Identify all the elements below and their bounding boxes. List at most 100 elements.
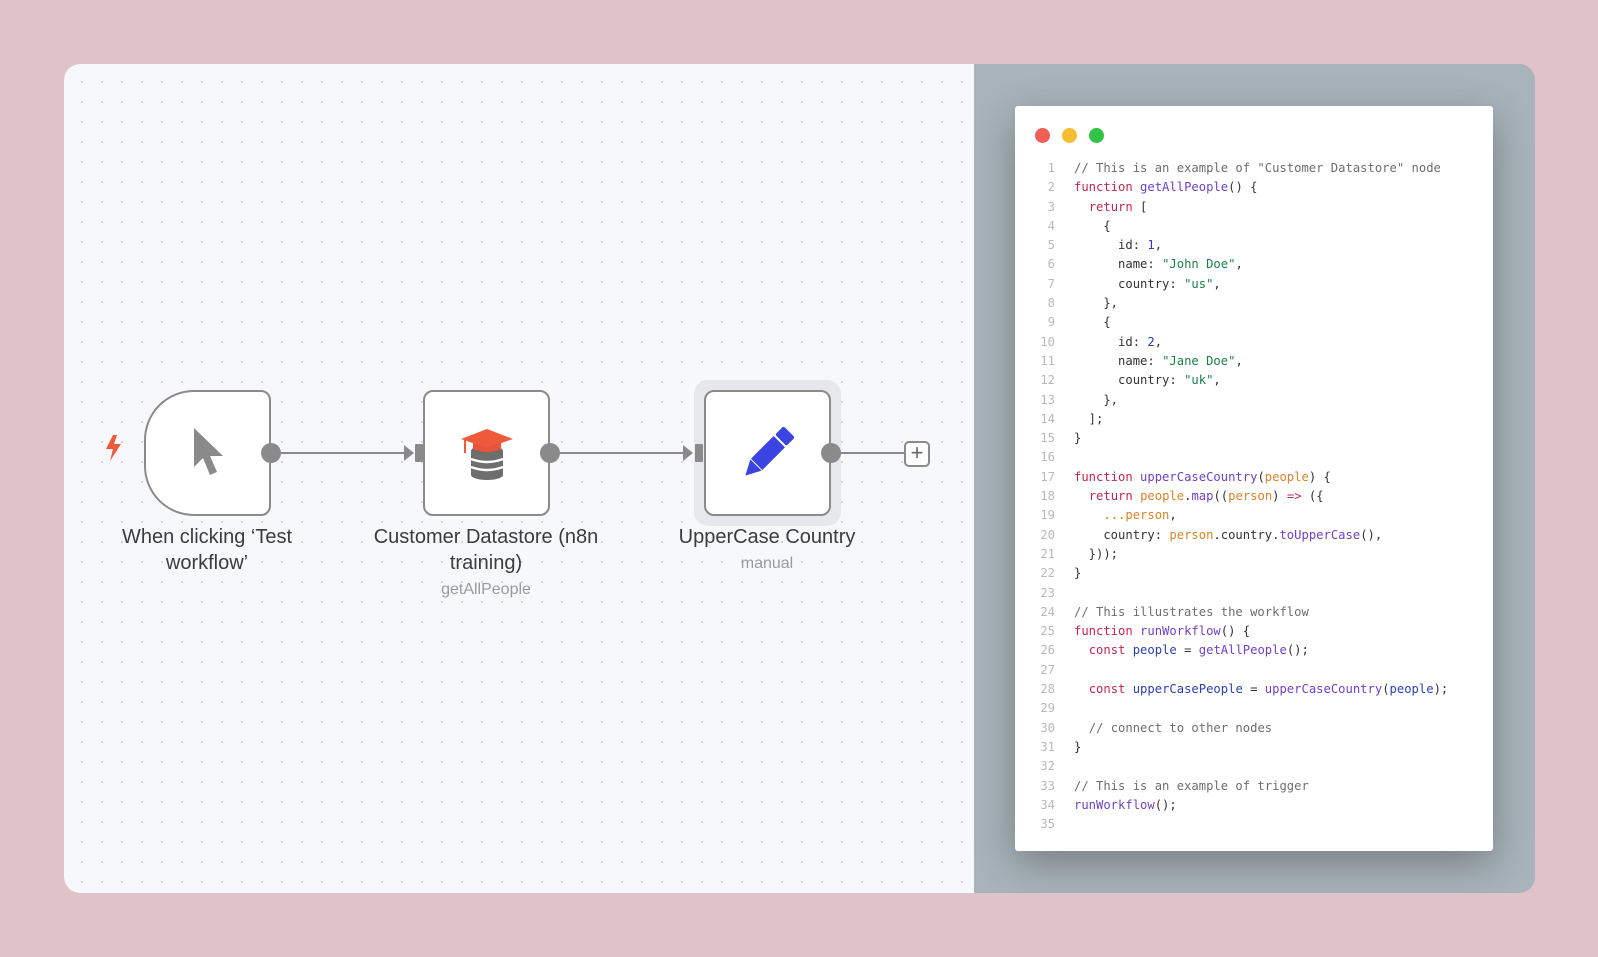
- line-text: const people = getAllPeople();: [1055, 641, 1309, 660]
- line-number: 16: [1040, 450, 1055, 465]
- code-token: country:: [1074, 373, 1185, 388]
- code-line: 33 // This is an example of trigger: [1015, 777, 1493, 796]
- code-line: 3 return [: [1015, 198, 1493, 217]
- code-token: "John Doe": [1162, 257, 1236, 272]
- code-token: =: [1242, 682, 1265, 697]
- line-number: 3: [1047, 199, 1055, 214]
- code-token: );: [1433, 682, 1449, 697]
- code-line: 6 name: "John Doe",: [1015, 255, 1493, 274]
- code-token: id:: [1074, 334, 1148, 349]
- line-number: 31: [1040, 739, 1055, 754]
- code-line: 15}: [1015, 429, 1493, 448]
- code-token: country:: [1074, 276, 1185, 291]
- line-number: 15: [1040, 431, 1055, 446]
- node-uppercase-country[interactable]: [704, 390, 831, 516]
- code-token: ,: [1213, 276, 1221, 291]
- line-number: 7: [1047, 276, 1055, 291]
- line-text: return people.map((person) => ({: [1055, 487, 1324, 506]
- output-port[interactable]: [261, 443, 281, 463]
- line-number: 32: [1040, 759, 1055, 774]
- code-token: 1: [1147, 238, 1155, 253]
- node-manual-trigger[interactable]: [144, 390, 271, 516]
- code-token: [1074, 200, 1089, 214]
- code-token: }: [1074, 431, 1082, 446]
- code-token: ,: [1213, 373, 1221, 388]
- code-token: ,: [1154, 334, 1163, 349]
- code-token: }));: [1074, 546, 1119, 561]
- line-number: 4: [1047, 218, 1055, 233]
- code-token: [1074, 643, 1089, 657]
- workflow-canvas[interactable]: + When clicking ‘Test workflow’ Customer…: [64, 64, 974, 893]
- line-number: 29: [1040, 701, 1055, 716]
- code-token: {: [1074, 218, 1111, 233]
- line-number: 28: [1040, 682, 1055, 697]
- code-line: 22}: [1015, 564, 1493, 583]
- line-number: 26: [1040, 643, 1055, 658]
- line-text: country: person.country.toUpperCase(),: [1055, 526, 1382, 545]
- code-token: people: [1389, 682, 1434, 697]
- code-token: map: [1191, 489, 1214, 504]
- add-node-button[interactable]: +: [904, 441, 930, 467]
- code-token: },: [1074, 392, 1119, 407]
- node-label: When clicking ‘Test workflow’: [121, 526, 293, 574]
- connection: [558, 452, 688, 454]
- line-number: 33: [1040, 778, 1055, 793]
- code-token: ();: [1154, 797, 1177, 812]
- code-line: 16: [1015, 448, 1493, 467]
- maximize-window-button[interactable]: [1089, 128, 1104, 143]
- line-text: [1055, 584, 1074, 603]
- line-text: [1055, 661, 1074, 680]
- line-text: {: [1055, 217, 1111, 236]
- code-editor[interactable]: 1 // This is an example of "Customer Data…: [1015, 159, 1493, 834]
- code-token: [1074, 508, 1103, 522]
- line-text: function upperCaseCountry(people) {: [1055, 468, 1331, 487]
- line-text: name: "John Doe",: [1055, 255, 1243, 274]
- line-number: 25: [1040, 624, 1055, 639]
- node-customer-datastore[interactable]: [423, 390, 550, 516]
- code-token: // This is an example of trigger: [1074, 778, 1309, 793]
- line-text: // connect to other nodes: [1055, 719, 1272, 738]
- output-port[interactable]: [540, 443, 560, 463]
- arrow-head: [683, 445, 693, 461]
- line-number: 17: [1040, 469, 1055, 484]
- code-line: 19 ...person,: [1015, 506, 1493, 525]
- code-token: ,: [1235, 257, 1243, 272]
- output-port[interactable]: [821, 443, 841, 463]
- input-port[interactable]: [415, 444, 423, 462]
- code-token: ) {: [1308, 469, 1331, 484]
- close-window-button[interactable]: [1035, 128, 1050, 143]
- code-token: person: [1228, 489, 1273, 504]
- code-token: function: [1074, 469, 1141, 484]
- code-line: 11 name: "Jane Doe",: [1015, 352, 1493, 371]
- code-token: (: [1257, 469, 1265, 484]
- input-port[interactable]: [695, 444, 703, 462]
- line-number: 13: [1040, 392, 1055, 407]
- code-line: 13 },: [1015, 391, 1493, 410]
- code-token: return: [1088, 199, 1133, 214]
- code-line: 32: [1015, 757, 1493, 776]
- code-line: 26 const people = getAllPeople();: [1015, 641, 1493, 660]
- code-token: ({: [1301, 489, 1324, 504]
- code-token: // This is an example of "Customer Datas…: [1074, 161, 1441, 175]
- line-number: 21: [1040, 546, 1055, 561]
- line-number: 24: [1040, 604, 1055, 619]
- line-number: 9: [1047, 315, 1055, 330]
- line-text: country: "uk",: [1055, 371, 1221, 390]
- line-text: }: [1055, 738, 1081, 757]
- code-token: name:: [1074, 257, 1163, 272]
- line-text: ...person,: [1055, 506, 1177, 525]
- line-text: {: [1055, 313, 1110, 332]
- line-text: [1055, 757, 1074, 776]
- code-token: ,: [1169, 508, 1177, 523]
- code-token: ): [1272, 489, 1287, 504]
- code-line: 35: [1015, 815, 1493, 834]
- line-number: 10: [1040, 334, 1055, 349]
- line-text: }: [1055, 564, 1081, 583]
- minimize-window-button[interactable]: [1062, 128, 1077, 143]
- code-token: ,: [1154, 238, 1163, 253]
- line-text: // This is an example of "Customer Datas…: [1055, 159, 1441, 178]
- code-window: 1 // This is an example of "Customer Data…: [1015, 106, 1493, 851]
